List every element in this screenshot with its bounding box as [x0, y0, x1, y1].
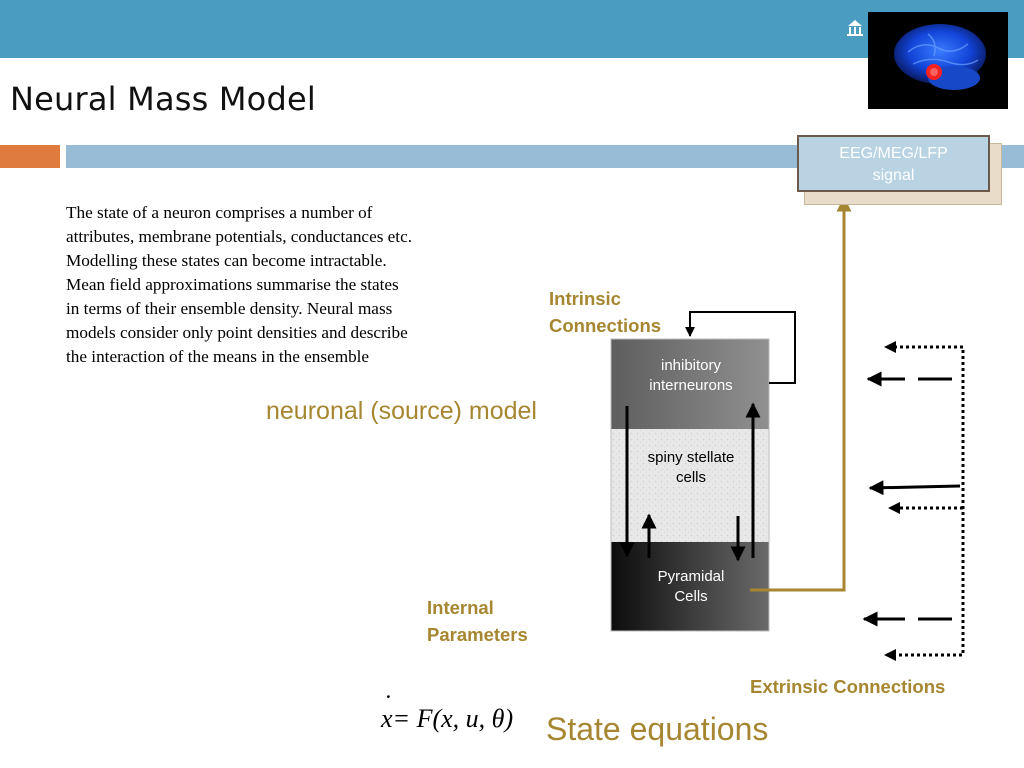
spiny-label-line1: spiny stellate — [647, 449, 735, 466]
body-paragraph: The state of a neuron comprises a number… — [66, 201, 486, 369]
pyramidal-label-line1: Pyramidal — [657, 568, 725, 585]
internal-label-line1: Internal — [427, 597, 494, 618]
body-line: Mean field approximations summarise the … — [66, 275, 399, 294]
internal-parameters-label: Internal Parameters — [427, 594, 528, 648]
equation-rhs: = F(x, u, θ) — [392, 704, 514, 733]
inhibitory-label-line1: inhibitory — [660, 357, 722, 374]
signal-box-line1: EEG/MEG/LFP — [839, 145, 948, 162]
intrinsic-loop-arrow — [685, 311, 796, 384]
extrinsic-lateral-arrow — [868, 480, 961, 496]
state-equation: ˙ x = F(x, u, θ) — [381, 690, 514, 734]
signal-box: EEG/MEG/LFP signal — [797, 135, 990, 192]
slide-title: Neural Mass Model — [10, 80, 316, 118]
spiny-stellate-block — [611, 429, 769, 542]
signal-box-line2: signal — [872, 167, 915, 184]
extrinsic-connections-label: Extrinsic Connections — [750, 676, 946, 697]
dot-accent: ˙ — [384, 690, 393, 719]
equation-lhs: x — [381, 704, 393, 733]
body-line: models consider only point densities and… — [66, 323, 408, 342]
pyramidal-label: Pyramidal Cells — [621, 567, 761, 607]
intrinsic-label-line2: Connections — [549, 315, 662, 336]
body-line: Modelling these states can become intrac… — [66, 251, 387, 270]
spiny-label: spiny stellate cells — [621, 448, 761, 488]
body-line: The state of a neuron comprises a number… — [66, 203, 373, 222]
intrinsic-connections-label: Intrinsic Connections — [549, 285, 661, 339]
inhibitory-label: inhibitory interneurons — [621, 356, 761, 396]
extrinsic-bracket — [888, 345, 965, 657]
building-icon — [846, 18, 864, 38]
internal-label-line2: Parameters — [427, 624, 528, 645]
orange-accent — [0, 145, 60, 168]
body-line: attributes, membrane potentials, conduct… — [66, 227, 413, 246]
state-equations-label: State equations — [546, 711, 769, 747]
brain-icon — [868, 12, 1008, 109]
spiny-label-line2: cells — [675, 469, 706, 486]
inhibitory-label-line2: interneurons — [649, 377, 733, 394]
accent-band — [66, 145, 1024, 168]
body-line: the interaction of the means in the ense… — [66, 347, 370, 366]
pyramidal-label-line2: Cells — [674, 588, 708, 605]
output-signal-arrow — [750, 196, 852, 592]
body-line: in terms of their ensemble density. Neur… — [66, 299, 393, 318]
source-model-label: neuronal (source) model — [266, 397, 537, 425]
header-bar — [0, 0, 1024, 58]
intrinsic-label-line1: Intrinsic — [549, 288, 621, 309]
inhibitory-block — [611, 339, 769, 429]
